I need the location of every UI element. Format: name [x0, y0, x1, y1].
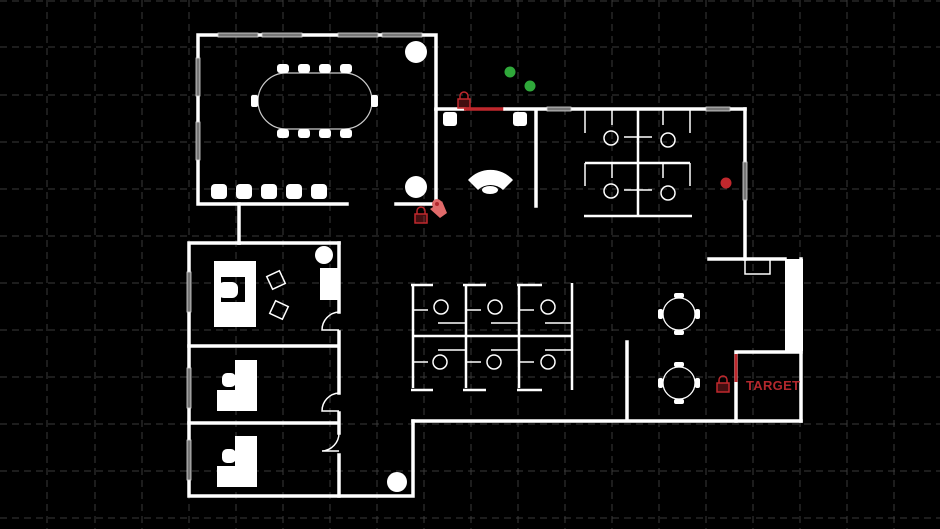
- offices: [186, 241, 415, 498]
- enemy-dot[interactable]: [720, 177, 732, 189]
- door-swing: [321, 311, 340, 331]
- reception-desk: [468, 169, 513, 190]
- plant-icon: [405, 41, 427, 63]
- lounge-chairs: [265, 269, 290, 321]
- ally-dot[interactable]: [504, 66, 516, 78]
- desk: [217, 436, 257, 487]
- target-label: TARGET: [746, 378, 801, 393]
- cabinet: [320, 268, 338, 300]
- chair: [513, 112, 527, 126]
- desk: [217, 360, 257, 411]
- cubicles-north: [584, 110, 692, 218]
- lock-icon[interactable]: [457, 91, 471, 109]
- reception: [434, 106, 747, 208]
- lock-icon[interactable]: [716, 375, 730, 393]
- desk: [214, 261, 256, 327]
- round-table: [662, 366, 696, 400]
- plant-icon: [405, 176, 427, 198]
- round-table: [662, 297, 696, 331]
- counter: [785, 259, 803, 351]
- plant-icon: [315, 246, 333, 264]
- player-marker[interactable]: [430, 199, 447, 218]
- conference-room: [195, 32, 438, 245]
- conference-chairs: [211, 64, 378, 199]
- ally-dot[interactable]: [524, 80, 536, 92]
- target-room: [734, 350, 803, 423]
- lock-icon[interactable]: [414, 206, 428, 224]
- plant-icon: [387, 472, 407, 492]
- conference-table: [257, 72, 373, 130]
- chair: [443, 112, 457, 126]
- cubicles-center: [411, 283, 574, 392]
